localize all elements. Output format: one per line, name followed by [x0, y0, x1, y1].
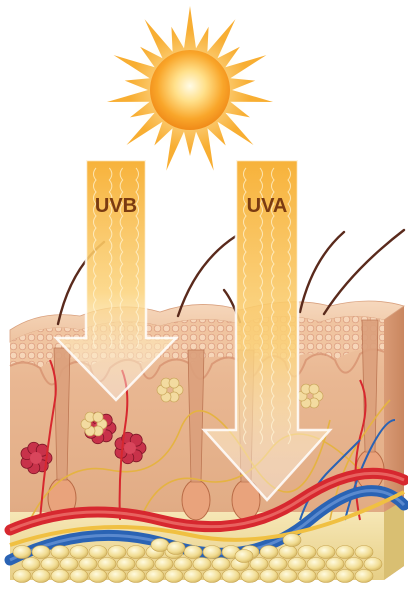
fat-cell [326, 558, 344, 571]
fat-cell [70, 570, 88, 583]
fat-cell [203, 546, 221, 559]
fat-cell [151, 539, 169, 552]
fat-cell [241, 570, 259, 583]
uva-label: UVA [247, 195, 288, 217]
hair-bulb [182, 480, 210, 520]
gland-center [124, 442, 136, 454]
hair-follicle [188, 350, 204, 482]
fat-cell [317, 570, 335, 583]
fat-cell [32, 546, 50, 559]
fat-cell [364, 558, 382, 571]
fat-cell [260, 570, 278, 583]
fat-cell [146, 570, 164, 583]
fat-cell [184, 546, 202, 559]
fat-cell [193, 558, 211, 571]
sun-disc [150, 50, 230, 130]
gland-center [30, 452, 42, 464]
fat-cell [283, 534, 301, 547]
fat-cell [117, 558, 135, 571]
fat-cell [298, 570, 316, 583]
fat-cell [222, 570, 240, 583]
fat-cell [79, 558, 97, 571]
uvb-label: UVB [95, 195, 137, 217]
fat-cell [355, 546, 373, 559]
fat-cell [279, 546, 297, 559]
fat-cell [22, 558, 40, 571]
fat-cell [269, 558, 287, 571]
hair-shaft [300, 232, 344, 312]
fat-cell [51, 546, 69, 559]
fat-cell [32, 570, 50, 583]
fat-cell [136, 558, 154, 571]
fat-cell [167, 542, 185, 555]
fat-cell [336, 570, 354, 583]
fat-cell [13, 546, 31, 559]
fat-cell [184, 570, 202, 583]
fat-cell [307, 558, 325, 571]
fat-cell [41, 558, 59, 571]
fat-cell [298, 546, 316, 559]
hair-shaft [178, 236, 236, 316]
fat-cell [317, 546, 335, 559]
sun [107, 6, 273, 171]
fat-cell [336, 546, 354, 559]
fat-cell [89, 546, 107, 559]
nerve-lobe [169, 378, 179, 388]
fat-cell [165, 570, 183, 583]
fat-cell [212, 558, 230, 571]
fat-cell [288, 558, 306, 571]
fat-cell [279, 570, 297, 583]
fat-cell [60, 558, 78, 571]
subcutaneous-side [384, 500, 404, 580]
fat-cell [174, 558, 192, 571]
fat-cell [250, 558, 268, 571]
fat-cell [98, 558, 116, 571]
fat-cell [355, 570, 373, 583]
fat-cell [108, 570, 126, 583]
fat-cell [203, 570, 221, 583]
fat-cell [89, 570, 107, 583]
fat-cell [260, 546, 278, 559]
fat-cell [345, 558, 363, 571]
fat-cell [13, 570, 31, 583]
fat-cell [70, 546, 88, 559]
nerve-lobe [309, 384, 319, 394]
fat-cell [127, 570, 145, 583]
fat-cell [155, 558, 173, 571]
fat-cell [235, 550, 253, 563]
nerve-lobe [93, 412, 103, 422]
fat-cell [51, 570, 69, 583]
hair-follicle [54, 348, 70, 480]
fat-cell [108, 546, 126, 559]
fat-cell [127, 546, 145, 559]
